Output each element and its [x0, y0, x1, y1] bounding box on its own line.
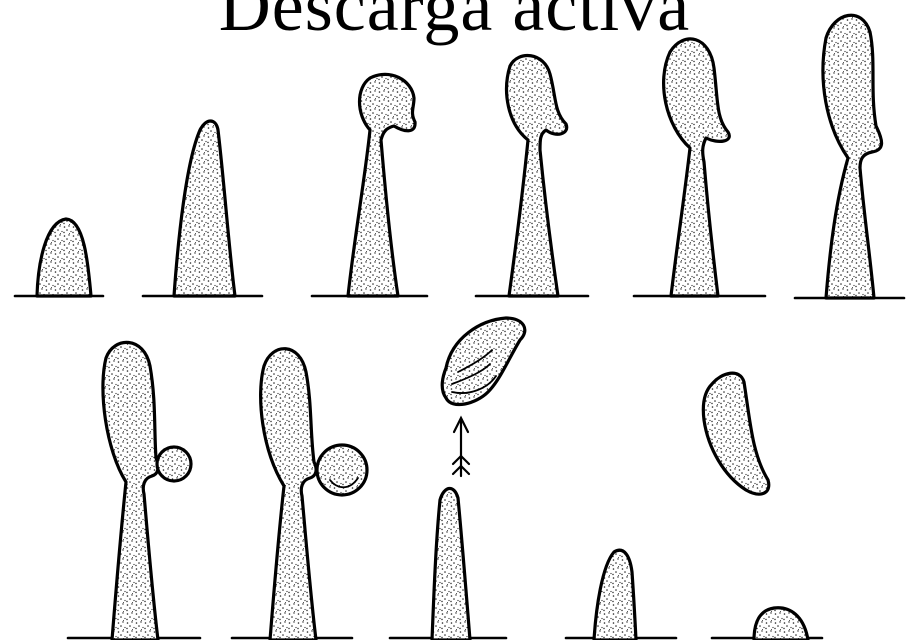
stage-10-regrowing-stalk [566, 550, 676, 640]
stage-8-larger-projectile [232, 349, 367, 640]
stage-9-discharge [390, 318, 525, 640]
stage-6-elongated-vesicle [795, 15, 904, 298]
upward-arrow-icon [453, 418, 469, 476]
stage-1-young-stalk [15, 219, 103, 296]
released-vesicle [703, 373, 769, 494]
stage-11-new-bud [712, 608, 822, 640]
stage-3-swelling-head [312, 74, 427, 296]
stage-4-forming-vesicle [476, 56, 588, 296]
stage-5-mature-vesicle [634, 39, 765, 296]
stage-7-small-projectile [68, 342, 200, 640]
stage-2-elongated-stalk [143, 121, 262, 296]
